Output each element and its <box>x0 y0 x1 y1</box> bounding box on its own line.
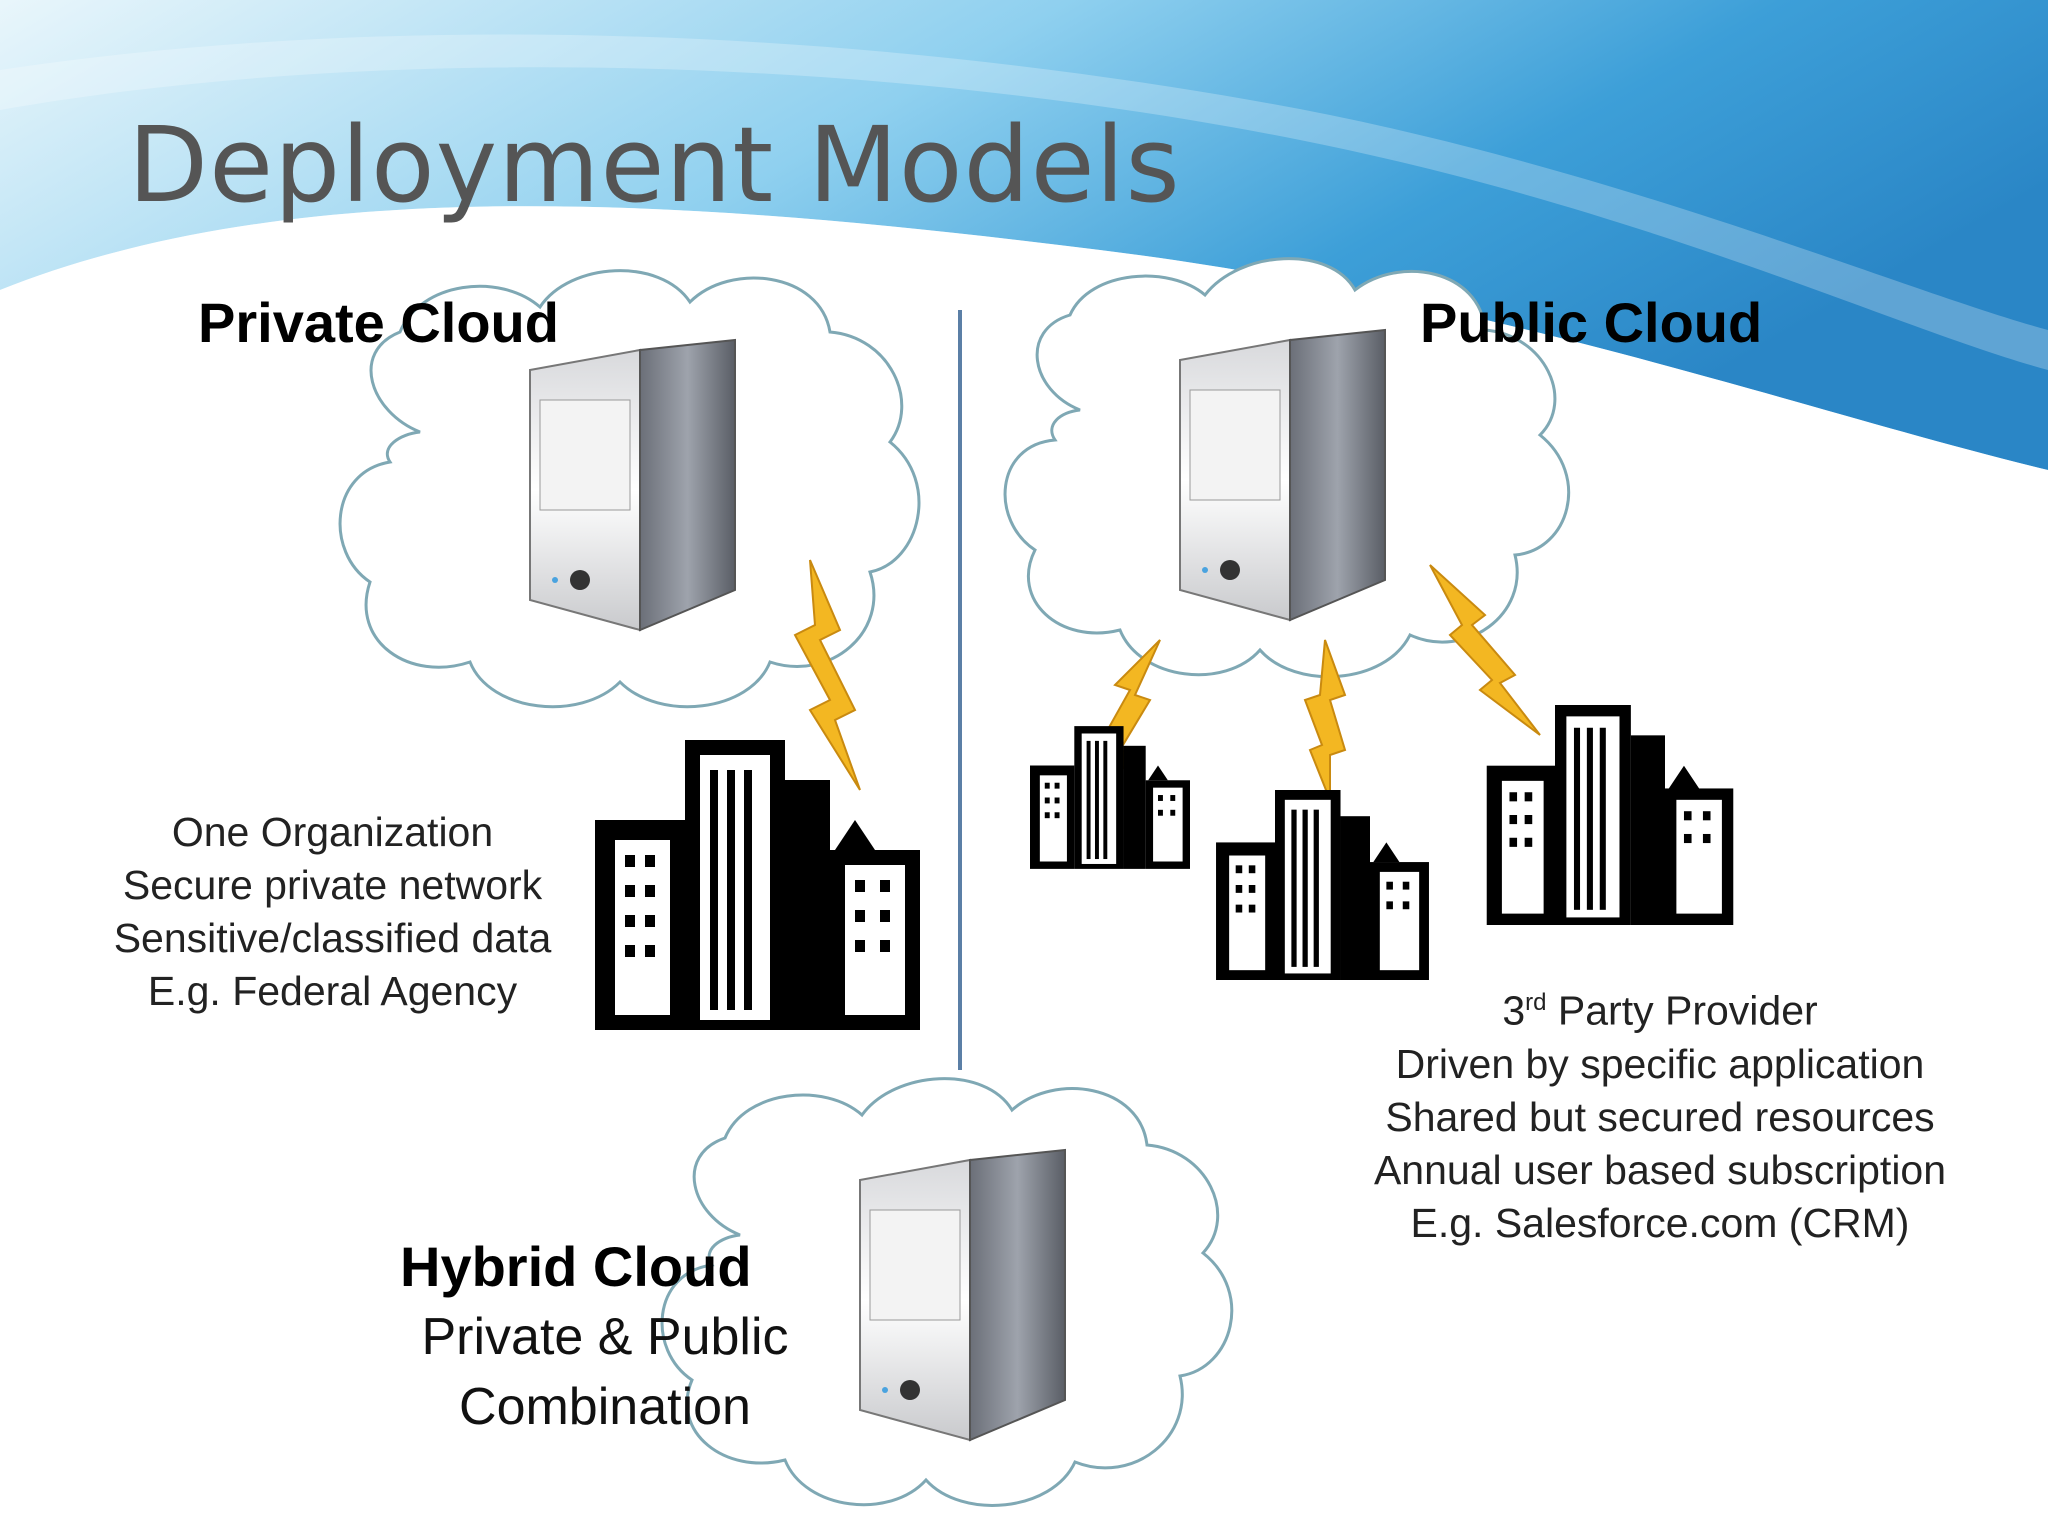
private-server-icon <box>529 338 736 632</box>
public-building-icon-2 <box>1216 790 1429 980</box>
slide-title: Deployment Models <box>128 104 1181 226</box>
private-cloud-description: One Organization Secure private network … <box>70 806 595 1018</box>
private-lightning-icon <box>793 559 861 791</box>
hybrid-cloud-heading: Hybrid Cloud <box>400 1235 752 1298</box>
public-server-icon <box>1179 328 1386 622</box>
hybrid-line-2: Combination <box>459 1378 751 1436</box>
public-building-icon-1 <box>1030 726 1190 869</box>
public-line-1: Driven by specific application <box>1395 1040 1925 1087</box>
provider-prefix: 3 <box>1502 987 1526 1034</box>
public-cloud-heading: Public Cloud <box>1420 291 1763 354</box>
public-line-3: Annual user based subscription <box>1373 1146 1947 1193</box>
private-line-1: One Organization <box>171 809 494 855</box>
public-provider-line: 3rd Party Provider <box>1330 976 1990 1038</box>
public-line-2: Shared but secured resources <box>1385 1093 1935 1140</box>
public-cloud-description: 3rd Party Provider Driven by specific ap… <box>1330 976 1990 1250</box>
private-cloud-heading: Private Cloud <box>198 291 559 354</box>
public-lightning-icon-2 <box>1303 639 1347 801</box>
private-line-3: Sensitive/classified data <box>113 915 552 961</box>
provider-superscript: rd <box>1525 989 1547 1016</box>
private-line-4: E.g. Federal Agency <box>147 968 518 1014</box>
public-lightning-icon-3 <box>1429 564 1541 736</box>
public-line-4: E.g. Salesforce.com (CRM) <box>1410 1199 1910 1246</box>
private-line-2: Secure private network <box>122 862 543 908</box>
private-building-icon <box>595 740 920 1030</box>
hybrid-server-icon <box>859 1148 1066 1442</box>
section-divider <box>958 310 962 1070</box>
provider-suffix: Party Provider <box>1546 987 1818 1034</box>
hybrid-cloud-description: Private & Public Combination <box>380 1302 830 1442</box>
public-building-icon-3 <box>1486 705 1734 925</box>
hybrid-line-1: Private & Public <box>421 1308 789 1366</box>
